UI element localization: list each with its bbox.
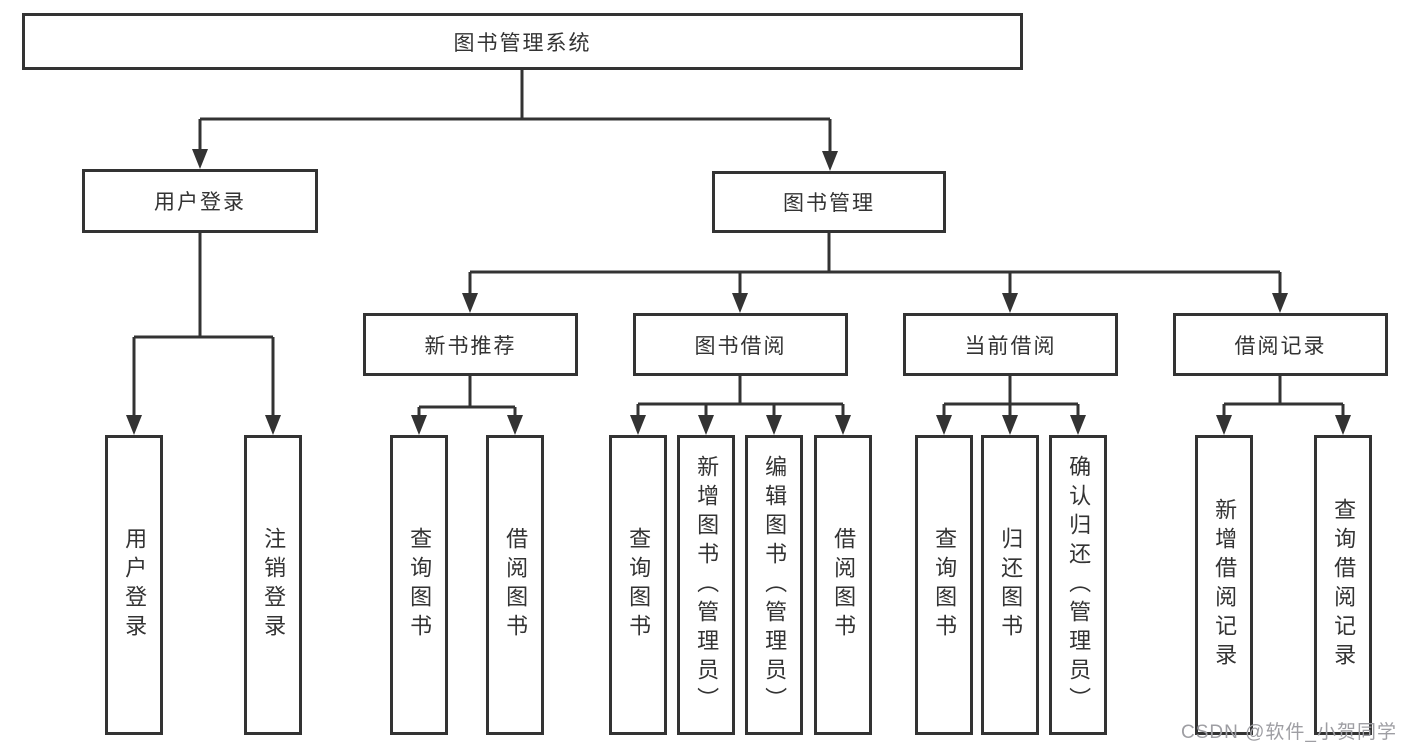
node-book-management: 图书管理 (712, 171, 946, 233)
node-leaf-return-book: 归还图书 (981, 435, 1039, 735)
connector-current-borrow (936, 376, 1086, 435)
watermark: CSDN @软件_小贺同学 (1181, 722, 1397, 743)
node-current-borrowing: 当前借阅 (903, 313, 1118, 376)
node-user-login: 用户登录 (82, 169, 318, 233)
node-leaf-user-login: 用户登录 (105, 435, 163, 735)
node-leaf-add-book-admin: 新增图书（管理员） (677, 435, 735, 735)
node-leaf-edit-book-admin: 编辑图书（管理员） (745, 435, 803, 735)
node-leaf-logout: 注销登录 (244, 435, 302, 735)
node-leaf-query-book-current: 查询图书 (915, 435, 973, 735)
node-leaf-borrow-book: 借阅图书 (814, 435, 872, 735)
node-leaf-confirm-return-admin: 确认归还（管理员） (1049, 435, 1107, 735)
connector-book-management (462, 233, 1288, 313)
node-new-book-recommendation: 新书推荐 (363, 313, 578, 376)
node-leaf-query-borrow-record: 查询借阅记录 (1314, 435, 1372, 735)
connector-book-borrow (630, 376, 851, 435)
node-borrowing-records: 借阅记录 (1173, 313, 1388, 376)
connector-user-login (126, 233, 281, 435)
node-leaf-add-borrow-record: 新增借阅记录 (1195, 435, 1253, 735)
connector-borrow-records (1216, 376, 1351, 435)
node-book-borrowing: 图书借阅 (633, 313, 848, 376)
node-leaf-query-book-borrow: 查询图书 (609, 435, 667, 735)
connector-root (192, 70, 838, 171)
node-root: 图书管理系统 (22, 13, 1023, 70)
connector-new-book (411, 376, 523, 435)
node-leaf-borrow-book-recommend: 借阅图书 (486, 435, 544, 735)
node-leaf-query-book-recommend: 查询图书 (390, 435, 448, 735)
